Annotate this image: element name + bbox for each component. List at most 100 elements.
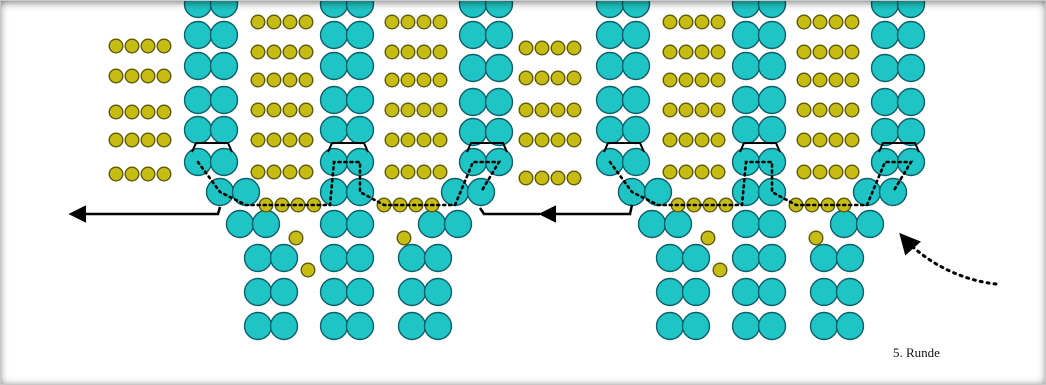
arrow-left-icon — [478, 207, 540, 216]
cyan-bead — [663, 209, 693, 239]
olive-bead — [844, 164, 860, 180]
olive-bead — [140, 38, 156, 54]
cyan-bead — [835, 277, 865, 307]
olive-bead — [300, 262, 316, 278]
olive-bead — [662, 44, 678, 60]
cyan-bead — [209, 0, 239, 19]
olive-bead — [432, 14, 448, 30]
olive-bead — [550, 40, 566, 56]
cyan-bead — [319, 277, 349, 307]
cyan-bead — [417, 209, 447, 239]
olive-bead — [400, 72, 416, 88]
olive-bead — [124, 38, 140, 54]
cyan-bead — [484, 87, 514, 117]
olive-bead — [108, 132, 124, 148]
thread-bar — [327, 142, 369, 153]
cyan-bead — [345, 115, 375, 145]
olive-bead — [416, 102, 432, 118]
olive-bead — [298, 72, 314, 88]
cyan-bead — [757, 115, 787, 145]
cyan-bead — [655, 311, 685, 341]
olive-bead — [550, 132, 566, 148]
olive-bead — [518, 70, 534, 86]
cyan-bead — [621, 0, 651, 19]
olive-bead — [812, 44, 828, 60]
thread-bar — [191, 142, 233, 153]
olive-bead — [384, 102, 400, 118]
olive-bead — [796, 164, 812, 180]
olive-bead — [534, 70, 550, 86]
olive-bead — [844, 72, 860, 88]
olive-bead — [694, 72, 710, 88]
cyan-bead — [870, 117, 900, 147]
cyan-bead — [731, 177, 761, 207]
cyan-bead — [397, 277, 427, 307]
cyan-bead — [269, 243, 299, 273]
cyan-bead — [225, 209, 255, 239]
olive-bead — [400, 14, 416, 30]
olive-bead — [566, 40, 582, 56]
cyan-bead — [269, 311, 299, 341]
olive-bead — [678, 14, 694, 30]
cyan-bead — [878, 177, 908, 207]
cyan-bead — [731, 115, 761, 145]
olive-bead — [432, 164, 448, 180]
cyan-bead — [423, 277, 453, 307]
olive-bead — [384, 14, 400, 30]
olive-bead — [796, 132, 812, 148]
cyan-bead — [809, 243, 839, 273]
olive-bead — [156, 104, 172, 120]
cyan-bead — [655, 243, 685, 273]
olive-bead — [298, 132, 314, 148]
cyan-bead — [319, 85, 349, 115]
cyan-bead — [319, 51, 349, 81]
olive-bead — [534, 102, 550, 118]
olive-bead — [156, 38, 172, 54]
olive-bead — [844, 102, 860, 118]
olive-bead — [124, 166, 140, 182]
olive-bead — [140, 68, 156, 84]
cyan-bead — [269, 277, 299, 307]
olive-bead — [518, 102, 534, 118]
cyan-bead — [484, 117, 514, 147]
olive-bead — [694, 132, 710, 148]
olive-bead — [124, 132, 140, 148]
olive-bead — [694, 164, 710, 180]
arrow-group — [68, 204, 998, 286]
cyan-bead — [621, 20, 651, 50]
olive-bead — [534, 40, 550, 56]
cyan-bead — [731, 85, 761, 115]
cyan-bead — [595, 20, 625, 50]
cyan-bead — [443, 209, 473, 239]
cyan-bead — [183, 51, 213, 81]
olive-bead — [282, 102, 298, 118]
olive-bead — [828, 44, 844, 60]
cyan-bead — [731, 51, 761, 81]
cyan-bead — [595, 51, 625, 81]
cyan-bead-group — [183, 0, 926, 341]
olive-bead — [712, 262, 728, 278]
cyan-bead — [345, 277, 375, 307]
olive-bead — [710, 132, 726, 148]
cyan-bead — [896, 53, 926, 83]
olive-bead — [432, 132, 448, 148]
cyan-bead — [595, 0, 625, 19]
olive-bead — [156, 166, 172, 182]
cyan-bead — [621, 85, 651, 115]
olive-bead — [796, 72, 812, 88]
olive-bead — [384, 72, 400, 88]
cyan-bead — [870, 53, 900, 83]
olive-bead — [250, 44, 266, 60]
thread-bar — [603, 142, 645, 153]
olive-bead — [566, 170, 582, 186]
cyan-bead — [621, 147, 651, 177]
olive-bead — [282, 164, 298, 180]
olive-bead — [282, 72, 298, 88]
thread-bar — [878, 142, 920, 153]
olive-bead — [662, 132, 678, 148]
olive-bead — [518, 132, 534, 148]
olive-bead — [828, 164, 844, 180]
cyan-bead — [757, 243, 787, 273]
cyan-bead — [458, 87, 488, 117]
